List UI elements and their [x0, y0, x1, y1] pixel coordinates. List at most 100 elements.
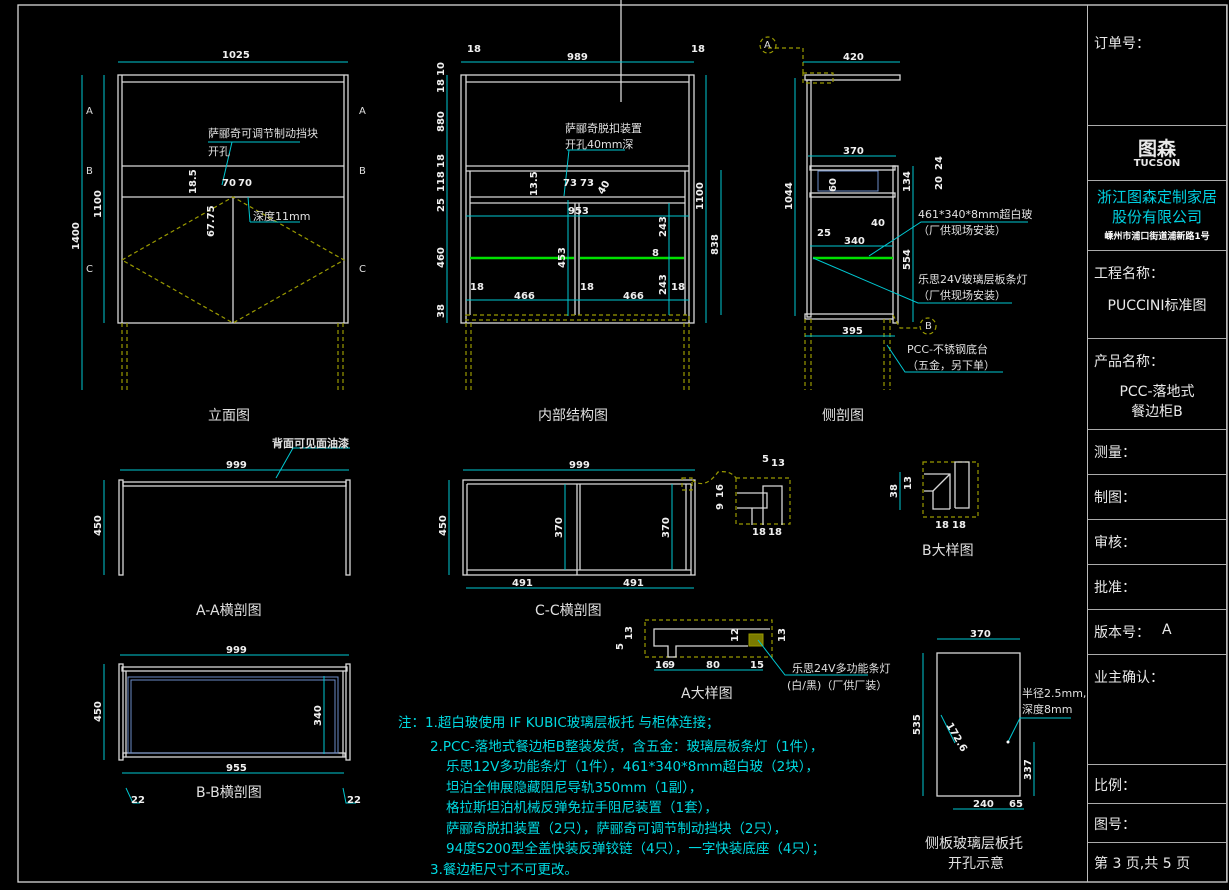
dim-cc-half2: 491 — [623, 578, 644, 589]
dim-b1: 18 — [470, 282, 484, 293]
detail-dim-13: 13 — [771, 458, 785, 469]
detail-a-title: A大样图 — [681, 686, 733, 702]
light-note: 乐思24V玻璃层板条灯 — [918, 272, 1028, 286]
dim-v2: 243 — [658, 216, 669, 237]
side-section-view: A B 420 1044 370 60 134 554 24 20 40 25 … — [759, 36, 1032, 424]
dim-side-shelf: 340 — [844, 236, 865, 247]
dim-r2: 838 — [710, 234, 721, 255]
owner-confirm-row: 业主确认： — [1088, 655, 1226, 765]
order-no-row: 订单号： — [1088, 5, 1226, 126]
dim-l2: 10 — [436, 62, 447, 76]
dim-hole-right: 70 — [238, 178, 252, 189]
dim-b5: 18 — [671, 282, 685, 293]
release-device-annotation-2: 开孔40mm深 — [565, 138, 633, 151]
dim-side-r2: 554 — [902, 249, 913, 270]
project-row: 工程名称： PUCCINI标准图 — [1088, 251, 1226, 339]
section-mark-b-left: B — [86, 166, 93, 177]
logo-cn: 图森 — [1137, 138, 1176, 160]
detail-b-dim-18b: 18 — [952, 520, 966, 531]
product-value: PCC-落地式 — [1119, 384, 1195, 400]
version-value: A — [1162, 622, 1172, 638]
dim-width: 1025 — [222, 50, 250, 61]
dim-l4: 18 — [436, 154, 447, 168]
detail-a-dim-13b: 13 — [777, 628, 788, 642]
survey-label: 测量： — [1094, 445, 1136, 461]
stopper-annotation-2: 开孔 — [208, 145, 230, 158]
detail-a-dim-15: 15 — [750, 660, 764, 671]
note-line: 3.餐边柜尺寸不可更改。 — [430, 862, 578, 878]
hole-point — [1006, 740, 1010, 744]
dim-bb-width: 999 — [226, 645, 247, 656]
side-section-title: 侧剖图 — [822, 408, 864, 424]
dim-side-d1: 60 — [828, 178, 839, 192]
dim-cc-width: 999 — [569, 460, 590, 471]
owner-confirm-label: 业主确认： — [1094, 670, 1164, 686]
detail-mark-b: B — [925, 321, 932, 332]
dim-hole-left: 70 — [222, 178, 236, 189]
paint-note: 背面可见面油漆 — [272, 436, 349, 450]
dim-r1: 1100 — [695, 182, 706, 210]
dim-panel-width: 370 — [970, 629, 991, 640]
internal-structure-view: 18 989 18 18 10 880 18 118 25 460 38 110… — [436, 0, 722, 424]
survey-row: 测量： — [1088, 430, 1226, 475]
depth-note: 深度11mm — [253, 209, 310, 223]
glass-note-2: （厂供现场安装） — [918, 223, 1006, 237]
dim-height-body: 1100 — [93, 190, 104, 218]
drawing-no-label: 图号： — [1094, 817, 1136, 833]
side-panel-title: 侧板玻璃层板托 — [925, 835, 1023, 852]
dim-side-top: 420 — [843, 52, 864, 63]
dim-aa-depth: 450 — [93, 515, 104, 536]
detail-a-light-note-2: (白/黑)（厂供厂装） — [787, 678, 887, 692]
detail-b-view: 38 13 18 18 B大样图 — [889, 461, 979, 559]
detail-a-dim-13: 13 — [624, 626, 635, 640]
dim-side-s1: 24 — [934, 156, 945, 170]
elevation-title: 立面图 — [208, 408, 250, 424]
notes: 注：1.超白玻使用 IF KUBIC玻璃层板托 与柜体连接； 2.PCC-落地式… — [398, 714, 825, 878]
project-label: 工程名称： — [1094, 266, 1164, 282]
stopper-annotation: 萨郦奇可调节制动挡块 — [208, 126, 318, 140]
approve-row: 批准： — [1088, 565, 1226, 610]
company-row: 浙江图森定制家居 股份有限公司 嵊州市浦口街道浦新路1号 — [1088, 181, 1226, 251]
dim-l7: 460 — [436, 247, 447, 268]
glass-note: 461*340*8mm超白玻 — [918, 207, 1032, 221]
dim-height-total: 1400 — [71, 222, 82, 250]
detail-b-dim-18a: 18 — [935, 520, 949, 531]
title-block: 订单号： 图森 TUCSON 浙江图森定制家居 股份有限公司 嵊州市浦口街道浦新… — [1087, 5, 1227, 882]
section-mark-b-right: B — [359, 166, 366, 177]
base-note: PCC-不锈钢底台 — [907, 342, 988, 356]
section-aa-view: 999 450 背面可见面油漆 A-A横剖图 — [93, 436, 351, 619]
version-label: 版本号： — [1094, 625, 1150, 641]
dim-l3: 880 — [436, 111, 447, 132]
drawing-no-row: 图号： — [1088, 804, 1226, 843]
door-swing-lines — [120, 196, 346, 324]
detail-b-dim-38: 38 — [889, 484, 900, 498]
detail-dim-18b: 18 — [768, 527, 782, 538]
dim-side-bottom: 395 — [842, 326, 863, 337]
dim-c3: 73 — [580, 178, 594, 189]
dim-panel-right: 337 — [1023, 759, 1034, 780]
logo-row: 图森 TUCSON — [1088, 126, 1226, 181]
project-value: PUCCINI标准图 — [1107, 298, 1207, 314]
detail-dim-9: 9 — [715, 503, 726, 510]
product-row: 产品名称： PCC-落地式 餐边柜B — [1088, 339, 1226, 430]
detail-b-title: B大样图 — [922, 543, 974, 559]
dim-side-r1: 134 — [902, 171, 913, 192]
side-panel-hole-view: 370 535 172.6 337 240 65 半径2.5mm, 深度8mm … — [912, 629, 1086, 872]
dim-b3: 18 — [580, 282, 594, 293]
base-note-2: （五金，另下单） — [907, 358, 995, 372]
detail-mark-a: A — [764, 40, 771, 51]
dim-bb-right-gap: 22 — [347, 795, 361, 806]
order-no-label: 订单号： — [1094, 36, 1150, 52]
scale-row: 比例： — [1088, 765, 1226, 804]
dim-top-right: 18 — [691, 44, 705, 55]
detail-dim-16: 16 — [715, 484, 726, 498]
dim-panel-bottom2: 65 — [1009, 799, 1023, 810]
dim-bb-inner: 340 — [313, 705, 324, 726]
dim-top: 989 — [567, 52, 588, 63]
dim-bb-depth: 450 — [93, 701, 104, 722]
release-device-annotation: 萨郦奇脱扣装置 — [565, 121, 642, 135]
dim-c2: 73 — [563, 178, 577, 189]
dim-v1: 453 — [557, 247, 568, 268]
section-aa-title: A-A横剖图 — [196, 603, 262, 619]
dim-l8: 38 — [436, 304, 447, 318]
